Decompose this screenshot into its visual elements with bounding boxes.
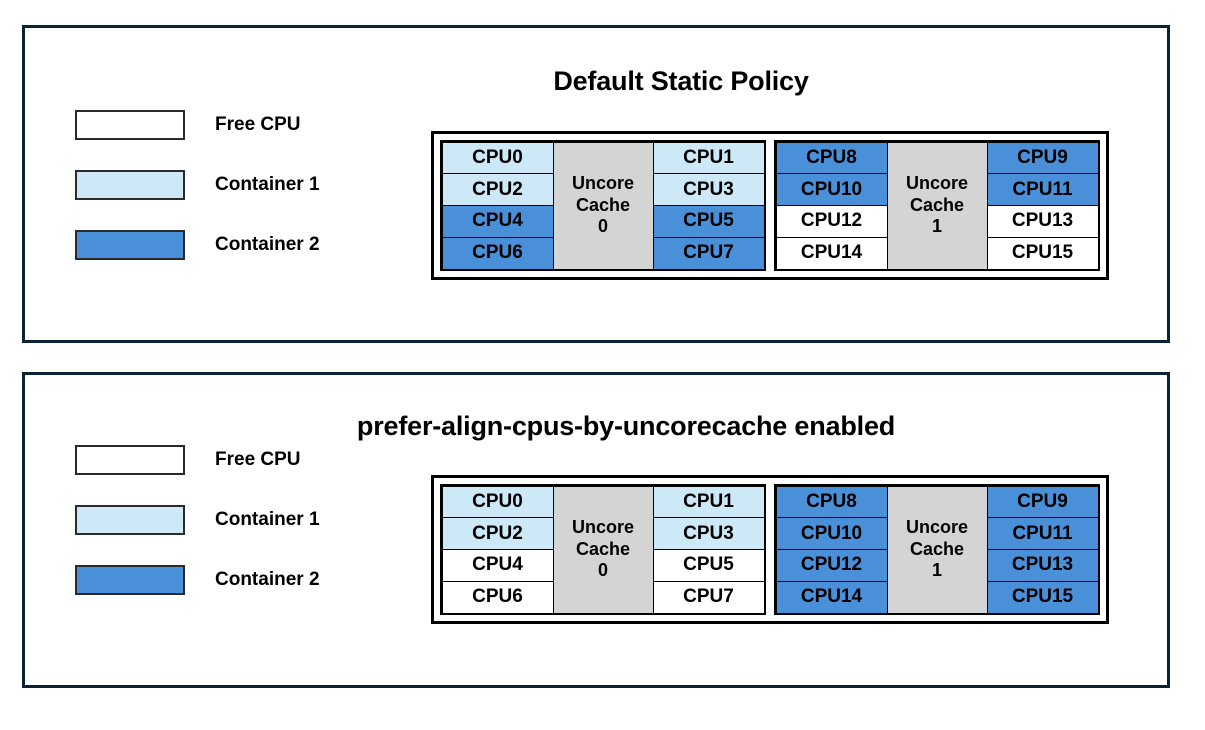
legend-item: Container 2 [75, 565, 320, 595]
uncore-cache-block: Uncore Cache 0 [552, 141, 654, 270]
uncore-cache-group-0: CPU0 CPU2 CPU4 CPU6 Uncore Cache 0 CPU1 … [440, 484, 766, 615]
uncore-cache-index: 1 [931, 216, 942, 237]
cpu-cell: CPU10 [775, 173, 888, 206]
cpu-column-right: CPU9 CPU11 CPU13 CPU15 [986, 485, 1099, 614]
uncore-cache-label-line-2: Cache [575, 538, 631, 559]
cpu-column-right: CPU9 CPU11 CPU13 CPU15 [986, 141, 1099, 270]
cpu-cell: CPU9 [986, 485, 1099, 519]
cpu-cell: CPU7 [652, 580, 765, 614]
uncore-cache-label-line-2: Cache [575, 194, 631, 215]
cpu-cell: CPU12 [775, 205, 888, 238]
uncore-cache-label-line-1: Uncore [571, 172, 634, 193]
legend-swatch-container-2 [75, 565, 185, 595]
legend-item: Free CPU [75, 445, 320, 475]
uncore-cache-index: 0 [597, 560, 608, 581]
cpu-cell: CPU3 [652, 517, 765, 550]
cpu-cell: CPU0 [441, 141, 554, 175]
legend-label-free-cpu: Free CPU [215, 114, 301, 135]
legend-label-container-1: Container 1 [215, 509, 320, 530]
legend-item: Container 1 [75, 505, 320, 535]
cpu-cell: CPU3 [652, 173, 765, 206]
cpu-cell: CPU14 [775, 580, 888, 614]
legend-label-container-1: Container 1 [215, 174, 320, 195]
legend-swatch-container-2 [75, 230, 185, 260]
cpu-column-right: CPU1 CPU3 CPU5 CPU7 [652, 485, 765, 614]
legend-swatch-container-1 [75, 170, 185, 200]
cpu-cell: CPU15 [986, 236, 1099, 270]
uncore-cache-label-line-1: Uncore [905, 172, 968, 193]
cpu-column-left: CPU0 CPU2 CPU4 CPU6 [441, 485, 554, 614]
uncore-cache-block: Uncore Cache 1 [886, 485, 988, 614]
legend-item: Free CPU [75, 110, 320, 140]
uncore-cache-group-1: CPU8 CPU10 CPU12 CPU14 Uncore Cache 1 CP… [774, 484, 1100, 615]
uncore-cache-label-line-1: Uncore [905, 516, 968, 537]
cpu-column-left: CPU8 CPU10 CPU12 CPU14 [775, 485, 888, 614]
legend-swatch-container-1 [75, 505, 185, 535]
legend-swatch-free-cpu [75, 110, 185, 140]
uncore-cache-block: Uncore Cache 1 [886, 141, 988, 270]
cpu-cell: CPU5 [652, 549, 765, 582]
cpu-cell: CPU5 [652, 205, 765, 238]
cpu-cell: CPU0 [441, 485, 554, 519]
page-title: prefer-align-cpus-by-uncorecache enabled [356, 411, 896, 441]
uncore-cache-group-1: CPU8 CPU10 CPU12 CPU14 Uncore Cache 1 CP… [774, 140, 1100, 271]
cpu-cell: CPU11 [986, 173, 1099, 206]
uncore-cache-index: 0 [597, 216, 608, 237]
legend-label-container-2: Container 2 [215, 234, 320, 255]
cpu-cell: CPU8 [775, 141, 888, 175]
cpu-topology-diagram: CPU0 CPU2 CPU4 CPU6 Uncore Cache 0 CPU1 … [431, 475, 1109, 624]
cpu-cell: CPU15 [986, 580, 1099, 614]
cpu-cell: CPU2 [441, 517, 554, 550]
cpu-cell: CPU2 [441, 173, 554, 206]
cpu-cell: CPU4 [441, 205, 554, 238]
legend: Free CPU Container 1 Container 2 [75, 445, 320, 625]
cpu-cell: CPU13 [986, 549, 1099, 582]
legend: Free CPU Container 1 Container 2 [75, 110, 320, 290]
cpu-column-left: CPU0 CPU2 CPU4 CPU6 [441, 141, 554, 270]
cpu-cell: CPU6 [441, 236, 554, 270]
cpu-cell: CPU11 [986, 517, 1099, 550]
cpu-column-right: CPU1 CPU3 CPU5 CPU7 [652, 141, 765, 270]
panel-prefer-align-cpus-by-uncorecache: prefer-align-cpus-by-uncorecache enabled… [22, 372, 1170, 688]
cpu-cell: CPU10 [775, 517, 888, 550]
cpu-cell: CPU1 [652, 485, 765, 519]
uncore-cache-block: Uncore Cache 0 [552, 485, 654, 614]
cpu-cell: CPU13 [986, 205, 1099, 238]
legend-item: Container 2 [75, 230, 320, 260]
legend-swatch-free-cpu [75, 445, 185, 475]
legend-label-free-cpu: Free CPU [215, 449, 301, 470]
uncore-cache-label-line-2: Cache [909, 194, 965, 215]
panel-default-static-policy: Default Static Policy Free CPU Container… [22, 25, 1170, 343]
legend-label-container-2: Container 2 [215, 569, 320, 590]
cpu-cell: CPU8 [775, 485, 888, 519]
cpu-cell: CPU1 [652, 141, 765, 175]
cpu-topology-diagram: CPU0 CPU2 CPU4 CPU6 Uncore Cache 0 CPU1 … [431, 131, 1109, 280]
cpu-cell: CPU4 [441, 549, 554, 582]
cpu-cell: CPU14 [775, 236, 888, 270]
uncore-cache-group-0: CPU0 CPU2 CPU4 CPU6 Uncore Cache 0 CPU1 … [440, 140, 766, 271]
cpu-cell: CPU7 [652, 236, 765, 270]
cpu-column-left: CPU8 CPU10 CPU12 CPU14 [775, 141, 888, 270]
page-title: Default Static Policy [553, 66, 809, 96]
uncore-cache-index: 1 [931, 560, 942, 581]
legend-item: Container 1 [75, 170, 320, 200]
cpu-cell: CPU6 [441, 580, 554, 614]
uncore-cache-label-line-2: Cache [909, 538, 965, 559]
cpu-cell: CPU12 [775, 549, 888, 582]
cpu-cell: CPU9 [986, 141, 1099, 175]
uncore-cache-label-line-1: Uncore [571, 516, 634, 537]
